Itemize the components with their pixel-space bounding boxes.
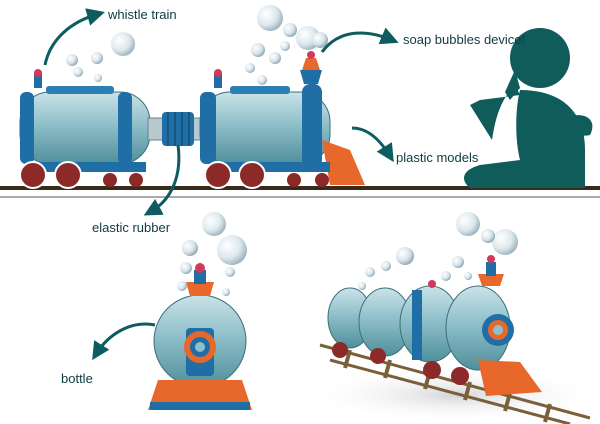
perspective-train bbox=[305, 255, 600, 424]
child-silhouette bbox=[464, 28, 593, 188]
elastic-bellows bbox=[147, 112, 209, 146]
arrow-soap-bubbles bbox=[320, 27, 399, 53]
arrow-whistle-train bbox=[43, 8, 105, 66]
label-elastic-rubber: elastic rubber bbox=[92, 220, 171, 235]
label-whistle-train: whistle train bbox=[108, 7, 177, 22]
label-soap-bubbles-device: soap bubbles device! bbox=[403, 32, 526, 47]
top-track bbox=[0, 186, 600, 190]
arrow-bottle bbox=[92, 322, 156, 361]
train-car-1 bbox=[19, 69, 151, 189]
train-locomotive bbox=[199, 51, 365, 189]
bubbles-bottom-right bbox=[358, 212, 518, 290]
arrow-elastic-rubber bbox=[143, 144, 181, 216]
label-plastic-models: plastic models bbox=[396, 150, 479, 165]
arrow-plastic-models bbox=[351, 126, 394, 163]
bubbles-bottom-left bbox=[177, 212, 247, 296]
bubbles-top bbox=[66, 5, 328, 85]
front-view-locomotive bbox=[148, 263, 252, 410]
label-bottle: bottle bbox=[61, 371, 93, 386]
